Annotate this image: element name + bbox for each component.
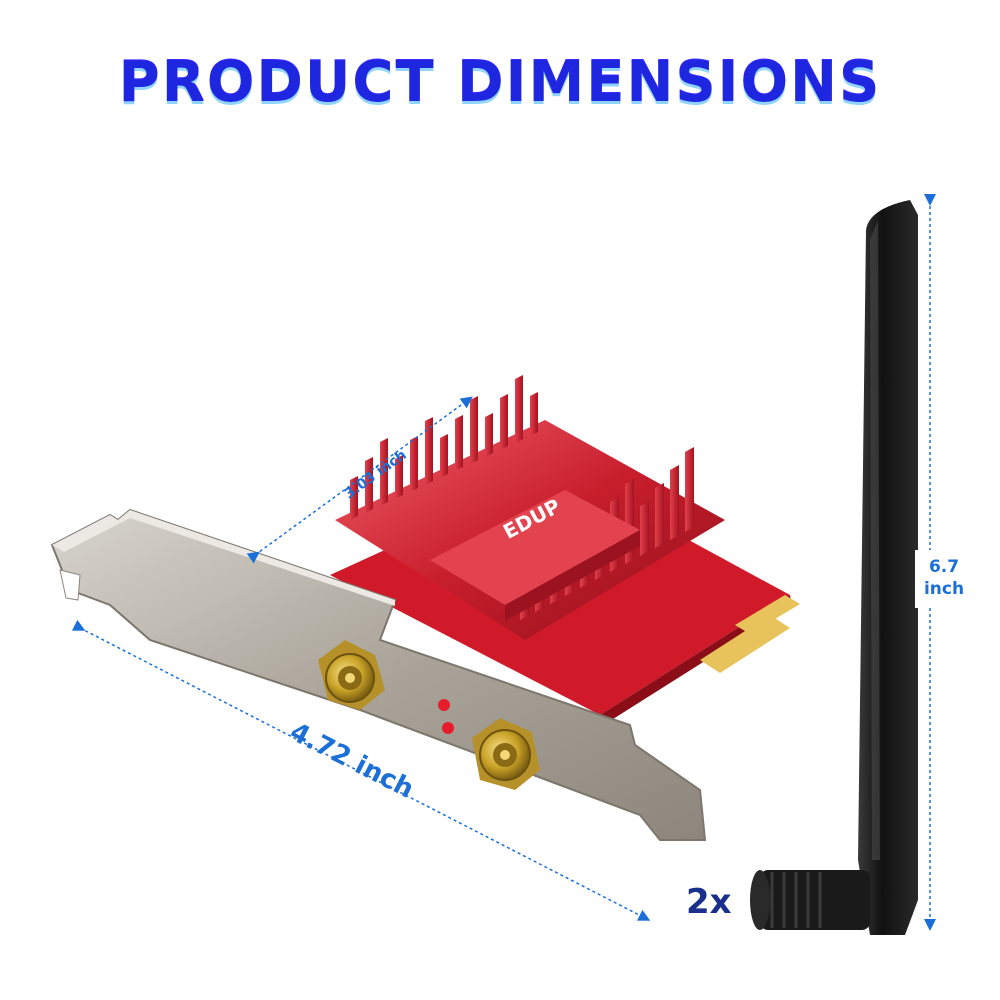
- height-unit: inch: [923, 579, 965, 599]
- dimension-line-height: [915, 194, 945, 931]
- dimension-line-depth: [246, 396, 473, 564]
- height-value: 6.7: [928, 557, 960, 577]
- heatsink-fin: [500, 394, 508, 450]
- heatsink-fin: [410, 436, 418, 492]
- heatsink-fin: [655, 483, 664, 548]
- length-label: 4.72 inch: [285, 717, 419, 805]
- antenna: [750, 200, 918, 935]
- pcie-connector: [700, 595, 800, 673]
- antenna-count-label: 2x: [686, 882, 732, 922]
- heatsink-fin: [685, 447, 694, 532]
- heatsink-fin: [670, 465, 679, 540]
- heatsink-fin: [530, 392, 538, 436]
- heatsink-fin: [515, 375, 523, 443]
- heatsink-fin: [470, 396, 478, 464]
- heatsink-fin: [485, 413, 493, 457]
- led-indicator: [438, 699, 450, 711]
- page-title: PRODUCT DIMENSIONS: [118, 50, 882, 115]
- heatsink-fin: [440, 434, 448, 478]
- heatsink-fin: [455, 415, 463, 471]
- heatsink-fin: [640, 501, 649, 556]
- dimension-line-length: [71, 619, 651, 921]
- height-label: 6.7 inch: [914, 556, 974, 600]
- led-indicator: [442, 722, 454, 734]
